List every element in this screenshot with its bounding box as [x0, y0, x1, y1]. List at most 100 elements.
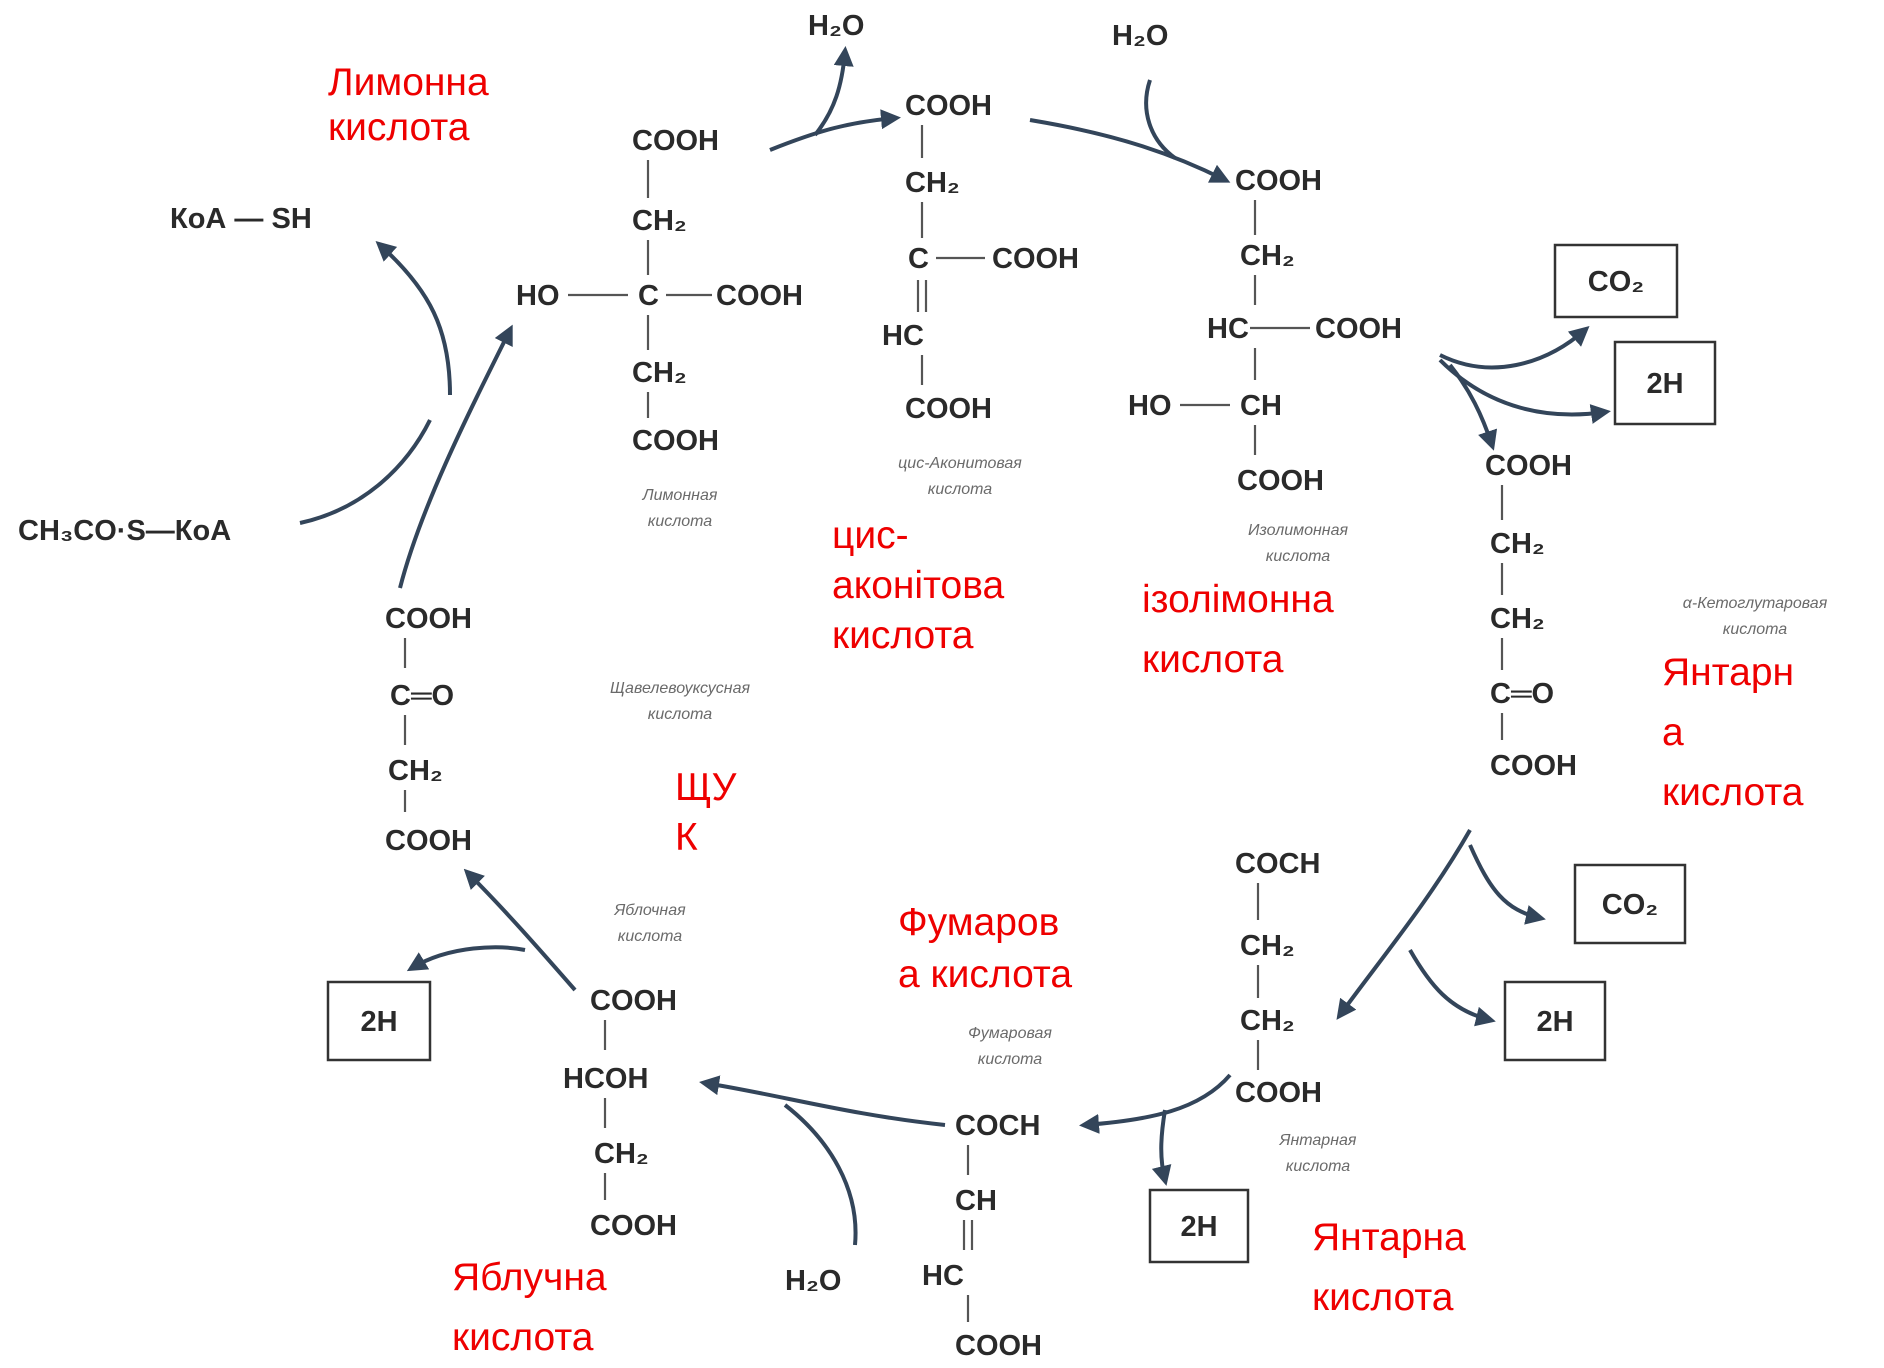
h2-box-malate: 2H: [326, 980, 432, 1062]
malate-name-ukr-line-1: Яблучна: [452, 1256, 607, 1299]
co2-box-top: CO₂: [1553, 243, 1679, 319]
co2-box-mid-frame: [1573, 863, 1687, 945]
isocitrate-name-ukr-line-1: ізолімонна: [1142, 578, 1334, 621]
succinate-ch2-a: CH₂: [1240, 930, 1295, 962]
ketoglutarate-carbonyl: C═O: [1490, 678, 1554, 710]
arrow-ketoglutarate-to-succinate: [1336, 829, 1472, 1020]
aconitate-name-ukr-line-2: аконітова: [832, 564, 1004, 607]
isocitrate-cooh-side: COOH: [1315, 313, 1402, 345]
h2-box-malate-label: 2H: [360, 1006, 397, 1038]
citrate-name-ukr-line-2: кислота: [328, 106, 470, 149]
arrow-citrate-to-aconitate: [769, 109, 901, 152]
oxaloacetate-name-rus-line-2: кислота: [648, 706, 713, 723]
water-top: H₂O: [808, 10, 864, 42]
oxaloacetate-cooh-top: COOH: [385, 603, 472, 635]
aconitate-name-rus-line-2: кислота: [928, 481, 993, 498]
arrow-water-uptake: [1144, 79, 1177, 160]
h2-box-succinate: 2H: [1148, 1188, 1250, 1264]
malate-name-rus-line-2: кислота: [618, 928, 683, 945]
ketoglutarate-cooh-top: COOH: [1485, 450, 1572, 482]
malate-ch2: CH₂: [594, 1138, 649, 1170]
ketoglutarate-name-rus-line-2: кислота: [1723, 621, 1788, 638]
malate-name-rus-line-1: Яблочная: [613, 902, 686, 919]
h2-box-mid: 2H: [1503, 980, 1607, 1062]
isocitrate-name-rus-line-1: Изолимонная: [1248, 522, 1349, 539]
reaction-arrows: [299, 46, 1611, 1246]
oxaloacetate-name-ukr-line-1: ЩУ: [675, 766, 737, 809]
h2-box-top: 2H: [1613, 340, 1717, 426]
ketoglutarate-name-ukr-line-2: а: [1662, 711, 1684, 754]
co2-box-mid-label: CO₂: [1602, 889, 1658, 921]
arrow-to-co2-mid: [1468, 844, 1546, 925]
fumarate-cooh-top: COCH: [955, 1110, 1040, 1142]
ketoglutarate-cooh-bottom: COOH: [1490, 750, 1577, 782]
oxaloacetate-name-rus-line-1: Щавелевоуксусная: [610, 680, 751, 697]
fumarate-hc: HC: [922, 1260, 964, 1292]
citrate-ch2-bottom: CH₂: [632, 357, 687, 389]
acetyl-coa: CH₃CO·S—КоА: [18, 515, 231, 547]
ketoglutarate-name-ukr-line-1: Янтарн: [1662, 651, 1794, 694]
fumarate-name-rus-line-2: кислота: [978, 1051, 1043, 1068]
citrate-cooh-bottom: COOH: [632, 425, 719, 457]
succinate-name-rus-line-2: кислота: [1286, 1158, 1351, 1175]
ketoglutarate-name-ukr-line-3: кислота: [1662, 771, 1804, 814]
oxaloacetate-cooh-bottom: COOH: [385, 825, 472, 857]
citrate-central-carbon: C: [638, 280, 659, 312]
h2-box-malate-frame: [326, 980, 432, 1062]
co2-box-top-label: CO₂: [1588, 266, 1644, 298]
coenzyme-a-sh: КоА — SH: [170, 203, 312, 235]
aconitate-cooh-top: COOH: [905, 90, 992, 122]
arrow-coa-release: [375, 240, 452, 396]
h2-box-succinate-label: 2H: [1180, 1211, 1217, 1243]
oxaloacetate-ch2: CH₂: [388, 755, 443, 787]
h2-box-succinate-frame: [1148, 1188, 1250, 1264]
isocitrate-cooh-top: COOH: [1235, 165, 1322, 197]
arrow-isocitrate-to-co2: [1439, 326, 1590, 370]
malate-cooh-top: COOH: [590, 985, 677, 1017]
arrow-aconitate-to-isocitrate: [1029, 118, 1231, 183]
ketoglutarate-ch2-b: CH₂: [1490, 603, 1545, 635]
isocitrate-hc: HC: [1207, 313, 1249, 345]
arrow-to-2h-mid: [1408, 949, 1496, 1027]
isocitrate-cooh-bottom: COOH: [1237, 465, 1324, 497]
oxaloacetate-name-ukr-line-2: К: [675, 816, 698, 859]
citrate-name-rus-line-1: Лимонная: [642, 487, 718, 504]
arrow-water-to-malate: [783, 1103, 858, 1246]
h2-box-top-frame: [1613, 340, 1717, 426]
succinate-ch2-b: CH₂: [1240, 1005, 1295, 1037]
succinate-cooh-top: COCH: [1235, 848, 1320, 880]
isocitrate-ch: CH: [1240, 390, 1282, 422]
citrate-name-ukr-line-1: Лимонна: [328, 61, 489, 104]
arrow-oxaloacetate-to-citrate: [398, 324, 513, 589]
citrate-ch2-top: CH₂: [632, 205, 687, 237]
succinate-name-rus-line-1: Янтарная: [1279, 1132, 1357, 1149]
arrow-isocitrate-to-ketoglutarate: [1448, 363, 1498, 451]
h2-box-mid-label: 2H: [1536, 1006, 1573, 1038]
fumarate-cooh-bottom: COOH: [955, 1330, 1042, 1362]
water-right: H₂O: [1112, 20, 1168, 52]
arrow-malate-to-oxaloacetate: [463, 868, 577, 992]
malate-hcoh: HCOH: [563, 1063, 648, 1095]
arrow-succinate-to-fumarate: [1079, 1073, 1232, 1134]
water-bottom: H₂O: [785, 1265, 841, 1297]
isocitrate-hydroxyl: HO: [1128, 390, 1172, 422]
citrate-cooh-top: COOH: [632, 125, 719, 157]
co2-box-top-frame: [1553, 243, 1679, 319]
isocitrate-ch2: CH₂: [1240, 240, 1295, 272]
h2-box-mid-frame: [1503, 980, 1607, 1062]
chemical-bonds: [403, 125, 1504, 1322]
aconitate-ch2: CH₂: [905, 167, 960, 199]
aconitate-carbon: C: [908, 243, 929, 275]
aconitate-name-ukr-line-1: цис-: [832, 514, 909, 557]
isocitrate-name-rus-line-2: кислота: [1266, 548, 1331, 565]
arrow-malate-to-2h: [406, 945, 526, 972]
succinate-name-ukr-line-2: кислота: [1312, 1276, 1454, 1319]
aconitate-hc: HC: [882, 320, 924, 352]
fumarate-name-ukr-line-2: а кислота: [898, 953, 1072, 996]
arrow-fumarate-to-malate: [699, 1075, 946, 1127]
aconitate-name-ukr-line-3: кислота: [832, 614, 974, 657]
citrate-hydroxyl: HO: [516, 280, 560, 312]
oxaloacetate-carbonyl: C═O: [390, 680, 454, 712]
